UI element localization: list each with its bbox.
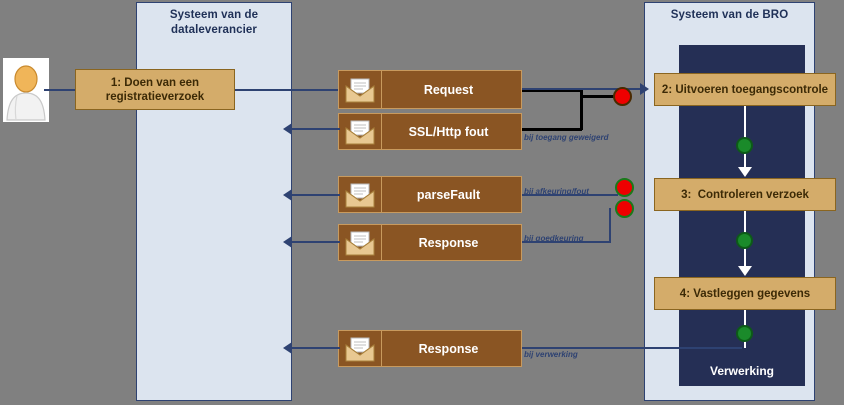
envelope-glyph-icon — [345, 120, 375, 144]
connector-sslfout-to-supplier — [292, 128, 340, 130]
message-request[interactable]: Request — [338, 70, 522, 109]
flow-arrow-step2-step3 — [738, 167, 752, 177]
lane-dataleverancier-title: Systeem van de dataleverancier — [136, 8, 292, 38]
actor-person-icon — [6, 65, 46, 121]
envelope-icon — [339, 225, 382, 260]
arrow-to-supplier-parsefault — [283, 189, 292, 201]
decision-dot-approve — [615, 199, 634, 218]
envelope-glyph-icon — [345, 183, 375, 207]
connector-response2-to-supplier — [292, 347, 340, 349]
connector-dot-to-sslfout-h — [522, 128, 582, 131]
flow-arrow-step3-step4 — [738, 266, 752, 276]
arrow-to-supplier-response2 — [283, 342, 292, 354]
decision-dot-access-denied — [613, 87, 632, 106]
connector-response1-to-supplier — [292, 241, 340, 243]
note-goedkeuring: bij goedkeuring — [524, 234, 584, 243]
note-toegang-geweigerd: bij toegang geweigerd — [524, 133, 609, 142]
arrow-into-step2 — [640, 83, 649, 95]
message-response-1[interactable]: Response — [338, 224, 522, 261]
envelope-glyph-icon — [345, 231, 375, 255]
flow-dot-step3-step4 — [736, 232, 753, 249]
process-step-4[interactable]: 4: Vastleggen gegevens — [654, 277, 836, 310]
decision-dot-reject — [615, 178, 634, 197]
connector-request-to-dot — [580, 95, 622, 98]
connector-request-to-step2 — [522, 88, 642, 90]
activity-1-box[interactable]: 1: Doen van een registratieverzoek — [75, 69, 235, 110]
note-verwerking: bij verwerking — [524, 350, 578, 359]
message-response-2-label: Response — [418, 341, 479, 356]
lane-bro-title: Systeem van de BRO — [644, 8, 815, 23]
actor-icon — [3, 58, 49, 122]
message-response-1-label: Response — [418, 235, 479, 250]
flow-dot-step4-end — [736, 325, 753, 342]
activity-1-line1: 1: Doen van een — [110, 76, 200, 89]
flow-dot-step2-step3 — [736, 137, 753, 154]
connector-dot-to-response1 — [522, 241, 611, 243]
lane-title-line1: Systeem van de — [169, 9, 259, 21]
bro-band-label: Verwerking — [709, 364, 775, 378]
connector-verwerking-to-response2 — [522, 347, 742, 349]
connector-dot-to-sslfout-v — [580, 95, 583, 130]
connector-dot-to-parsefault — [522, 194, 618, 196]
message-request-label: Request — [423, 82, 474, 97]
message-ssl-http-fout-label: SSL/Http fout — [408, 124, 489, 139]
arrow-to-supplier-sslfout — [283, 123, 292, 135]
lane-title-line2: dataleverancier — [171, 24, 257, 36]
connector-request-out — [522, 89, 582, 92]
note-afkeuring-fout: bij afkeuring/fout — [524, 187, 589, 196]
activity-1-line2: registratieverzoek — [105, 90, 205, 103]
process-step-3[interactable]: 3: Controleren verzoek — [654, 178, 836, 211]
envelope-glyph-icon — [345, 78, 375, 102]
envelope-icon — [339, 114, 382, 149]
lane-dataleverancier — [136, 2, 292, 401]
message-response-2[interactable]: Response — [338, 330, 522, 367]
connector-parsefault-to-supplier — [292, 194, 340, 196]
lane-title-bro: Systeem van de BRO — [670, 9, 789, 21]
message-ssl-http-fout[interactable]: SSL/Http fout — [338, 113, 522, 150]
connector-actor-to-activity — [44, 89, 76, 91]
envelope-icon — [339, 177, 382, 212]
envelope-icon — [339, 71, 382, 108]
message-parsefault-label: parseFault — [416, 187, 481, 202]
connector-response1-riser — [609, 208, 611, 243]
arrow-to-supplier-response1 — [283, 236, 292, 248]
envelope-glyph-icon — [345, 337, 375, 361]
message-parsefault[interactable]: parseFault — [338, 176, 522, 213]
envelope-icon — [339, 331, 382, 366]
connector-activity1-to-request — [235, 89, 339, 91]
connector-request-down — [580, 89, 583, 97]
process-step-2[interactable]: 2: Uitvoeren toegangscontrole — [654, 73, 836, 106]
